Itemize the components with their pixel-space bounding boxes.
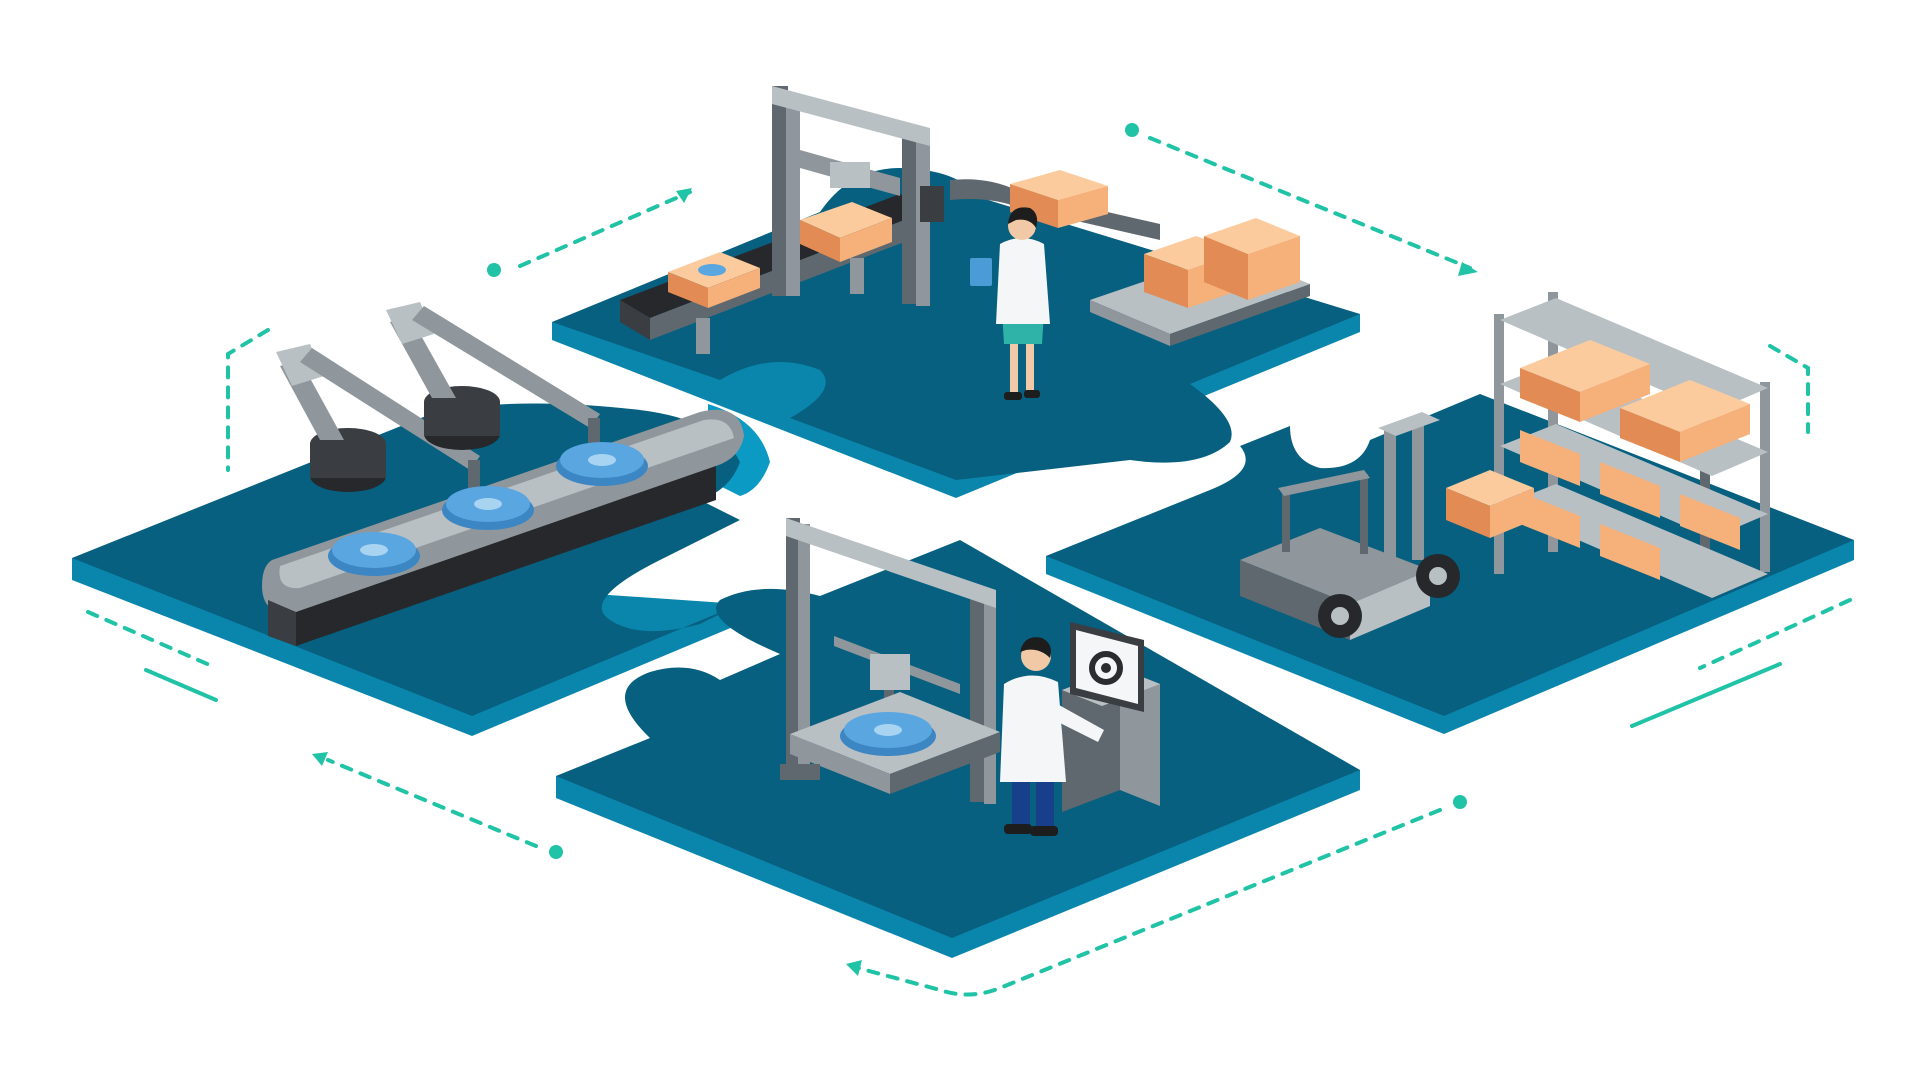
robotic-assembly-station bbox=[262, 302, 744, 646]
arrow-icon bbox=[1458, 262, 1478, 276]
gear-icon bbox=[442, 486, 534, 530]
arrow-top-right bbox=[1148, 136, 1472, 270]
robot-arm-icon bbox=[386, 302, 600, 450]
gear-icon bbox=[840, 712, 936, 756]
bracket-right bbox=[1768, 344, 1810, 434]
pallet-stack bbox=[1090, 218, 1310, 346]
cardboard-box bbox=[800, 202, 892, 262]
dot-bottom-right bbox=[1453, 795, 1467, 809]
gear-icon bbox=[1089, 651, 1123, 685]
arrow-bottom bbox=[856, 808, 1442, 997]
dash-right-low bbox=[1698, 598, 1852, 670]
arrow-icon bbox=[676, 188, 692, 203]
warehouse-station bbox=[1240, 292, 1770, 640]
process-cycle-arrows bbox=[86, 123, 1852, 997]
bracket-left bbox=[226, 328, 270, 472]
arrow-icon bbox=[846, 960, 862, 976]
gear-icon bbox=[328, 532, 420, 576]
cardboard-box bbox=[1010, 170, 1108, 228]
line-right-low bbox=[1630, 662, 1782, 728]
3d-printing-station bbox=[780, 518, 1160, 836]
shelf-boxes bbox=[1520, 340, 1750, 580]
worker-with-clipboard bbox=[970, 207, 1050, 400]
forklift-icon bbox=[1240, 412, 1534, 640]
packaging-station bbox=[620, 86, 1310, 400]
packing-machine bbox=[772, 86, 944, 306]
dot-top-right bbox=[1125, 123, 1139, 137]
line-left-low bbox=[144, 668, 218, 702]
cardboard-box bbox=[668, 252, 760, 308]
dash-left-low bbox=[86, 610, 214, 668]
arrow-bottom-left bbox=[326, 758, 538, 848]
engineer-at-console bbox=[1000, 637, 1104, 836]
puzzle-tile-top bbox=[552, 168, 1360, 498]
arrow-top-left bbox=[518, 190, 692, 268]
gear-icon bbox=[556, 442, 648, 486]
arrow-icon bbox=[312, 752, 328, 766]
dot-bottom-left bbox=[549, 845, 563, 859]
computer-icon bbox=[1062, 622, 1160, 812]
dot-top-left bbox=[487, 263, 501, 277]
